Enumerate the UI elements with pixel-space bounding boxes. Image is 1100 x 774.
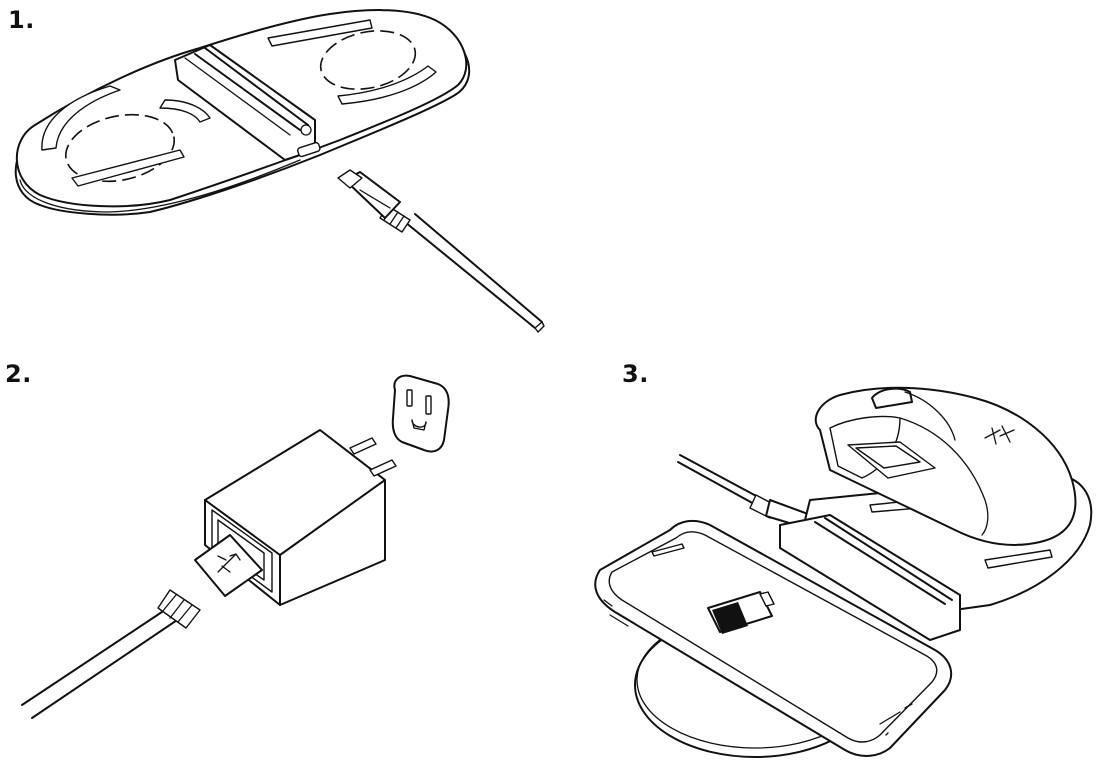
step-3-wireless-mouse <box>814 386 1077 546</box>
step-3-smartphone <box>594 519 953 757</box>
step-1-usb-c-cable <box>337 169 545 333</box>
step-2-outlet-plug <box>391 374 450 453</box>
step-3-cable <box>677 454 809 529</box>
battery-charging-icon <box>707 591 775 634</box>
step-3-label: 3. <box>622 360 649 388</box>
step-2-usb-cable <box>21 534 263 719</box>
step-1-charging-pad <box>14 9 471 216</box>
step-2-label: 2. <box>5 360 32 388</box>
step-1-label: 1. <box>8 6 35 34</box>
